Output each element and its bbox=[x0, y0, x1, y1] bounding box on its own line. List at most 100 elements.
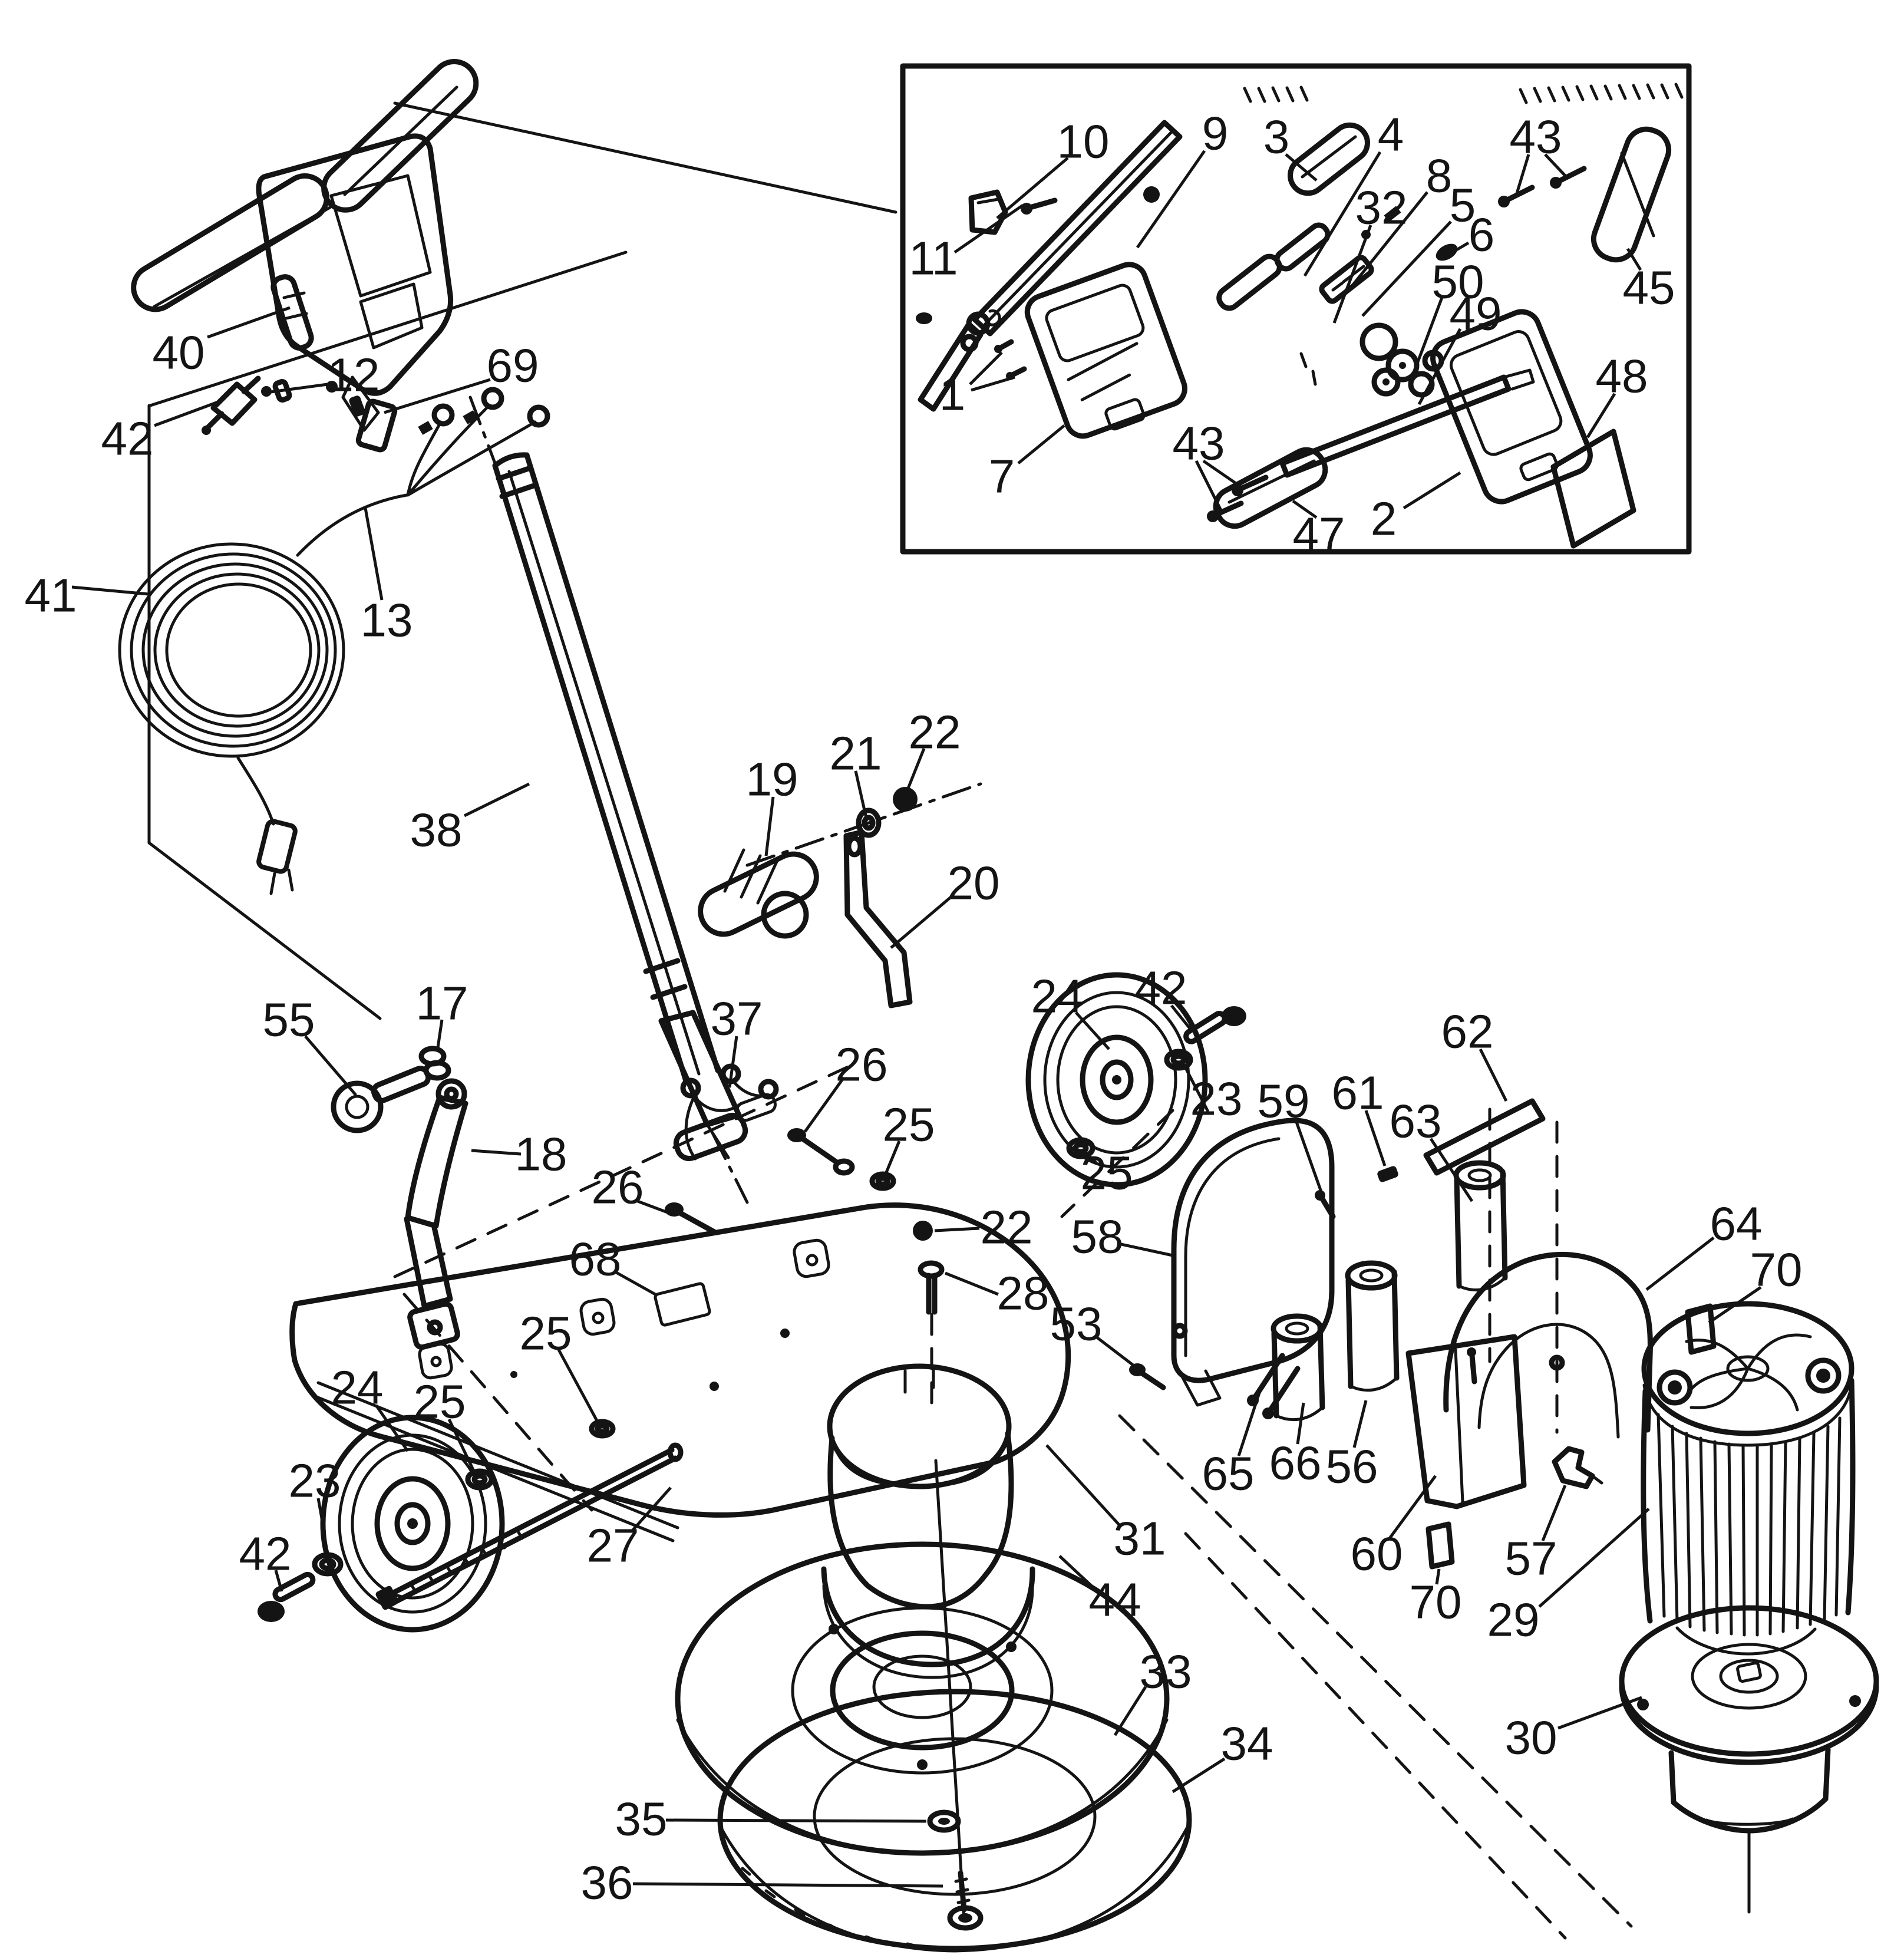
part-washers-17 bbox=[418, 1046, 451, 1081]
callout-23: 23 bbox=[289, 1455, 341, 1507]
callout-36: 36 bbox=[581, 1857, 633, 1909]
callout-leader-22 bbox=[901, 748, 926, 802]
callout-9: 9 bbox=[1202, 107, 1229, 160]
part-bolt-42-right bbox=[1183, 1006, 1246, 1044]
inset-box-rect bbox=[900, 63, 1692, 555]
part-thumb-screw-28 bbox=[918, 1260, 945, 1416]
callout-leader-42 bbox=[1170, 1004, 1192, 1030]
part-wheel-24-right bbox=[1025, 972, 1208, 1188]
callout-69: 69 bbox=[487, 339, 539, 392]
callout-leader-45 bbox=[1626, 248, 1642, 271]
callout-41: 41 bbox=[25, 569, 77, 622]
callout-25: 25 bbox=[1081, 1147, 1133, 1199]
callout-leader-43 bbox=[1544, 153, 1566, 177]
part-rod-49 bbox=[1279, 368, 1535, 478]
callout-leader-26 bbox=[803, 1076, 846, 1133]
callout-42: 42 bbox=[101, 413, 154, 465]
callout-29: 29 bbox=[1487, 1594, 1540, 1646]
part-wiring-harness-13 bbox=[355, 387, 550, 497]
callout-57: 57 bbox=[1505, 1532, 1557, 1585]
part-grip-45 bbox=[1590, 126, 1672, 263]
part-panel-outline bbox=[147, 250, 628, 1020]
part-washer-35 bbox=[927, 1809, 961, 1833]
part-insulator-70-bottom bbox=[1425, 1521, 1455, 1570]
callout-59: 59 bbox=[1258, 1075, 1310, 1128]
callout-leader-26 bbox=[637, 1199, 676, 1217]
callout-leader-11 bbox=[953, 203, 1024, 254]
callout-leader-41 bbox=[71, 585, 149, 596]
callout-leader-8 bbox=[1345, 191, 1428, 295]
callout-leader-68 bbox=[614, 1270, 656, 1296]
callout-45: 45 bbox=[1623, 262, 1675, 314]
callout-leader-49 bbox=[1417, 328, 1462, 406]
callout-leader-43 bbox=[1515, 154, 1530, 194]
part-washer-25-right bbox=[1066, 1137, 1095, 1159]
callout-48: 48 bbox=[1596, 350, 1648, 403]
callout-49: 49 bbox=[1450, 288, 1502, 340]
diagram-artwork bbox=[118, 58, 1879, 1953]
part-axle-bolt-27 bbox=[375, 1442, 684, 1610]
part-washer-25-upper bbox=[869, 1171, 896, 1191]
callout-24: 24 bbox=[1031, 970, 1084, 1023]
callout-leader-7 bbox=[1017, 424, 1065, 464]
wheel-axis-dash bbox=[1060, 1109, 1174, 1218]
callout-leader-25 bbox=[447, 1418, 477, 1475]
part-housing-2 bbox=[1430, 309, 1593, 505]
callout-leader-23 bbox=[1184, 1067, 1210, 1113]
part-lever-9 bbox=[918, 120, 1183, 412]
callout-leader-9 bbox=[1136, 150, 1206, 249]
part-bolt-26-lower bbox=[665, 1202, 717, 1235]
callout-leader-36 bbox=[632, 1882, 943, 1888]
callout-leader-2 bbox=[1403, 471, 1461, 510]
callout-leader-25 bbox=[1084, 1152, 1097, 1163]
callout-leader-35 bbox=[665, 1818, 927, 1823]
callout-leader-12 bbox=[266, 383, 328, 394]
callout-leader-25 bbox=[557, 1349, 600, 1425]
callout-28: 28 bbox=[997, 1267, 1050, 1320]
callout-6: 6 bbox=[1469, 209, 1495, 261]
callout-leader-23 bbox=[316, 1498, 326, 1532]
callout-leader-17 bbox=[435, 1019, 444, 1052]
callout-leader-42 bbox=[274, 1570, 283, 1592]
callout-2: 2 bbox=[1371, 493, 1397, 545]
callout-43: 43 bbox=[1510, 111, 1562, 163]
callout-70: 70 bbox=[1750, 1244, 1803, 1296]
callout-leader-10 bbox=[996, 157, 1069, 219]
callout-leader-24 bbox=[1075, 1011, 1110, 1050]
callout-53: 53 bbox=[1050, 1298, 1103, 1350]
part-pad-48 bbox=[1550, 428, 1636, 549]
part-bolt-42-left bbox=[258, 1571, 316, 1622]
part-terminal-61 bbox=[1377, 1166, 1398, 1182]
part-clip-10 bbox=[968, 189, 1008, 235]
callout-leader-66 bbox=[1296, 1402, 1305, 1445]
callout-19: 19 bbox=[746, 753, 798, 806]
callout-leader-63 bbox=[1429, 1138, 1474, 1202]
callout-leader-24 bbox=[374, 1404, 410, 1452]
part-mounting-plate-60 bbox=[1405, 1334, 1527, 1509]
callout-leader-22 bbox=[934, 1227, 980, 1232]
callout-31: 31 bbox=[1114, 1512, 1166, 1565]
callout-leader-58 bbox=[1118, 1242, 1173, 1257]
tilt-axis-line bbox=[745, 782, 982, 867]
callout-leader-1 bbox=[969, 351, 1003, 385]
callout-42: 42 bbox=[1135, 962, 1187, 1014]
callout-leader-64 bbox=[1645, 1237, 1715, 1291]
callout-leader-70 bbox=[1435, 1568, 1441, 1585]
callout-8: 8 bbox=[1426, 150, 1453, 202]
construction-lines bbox=[393, 1062, 1633, 1940]
callout-26: 26 bbox=[592, 1161, 644, 1214]
callout-leader-50 bbox=[1409, 295, 1444, 381]
part-bracket-62 bbox=[1423, 1098, 1546, 1176]
callout-leader-19 bbox=[764, 796, 775, 856]
callout-62: 62 bbox=[1441, 1006, 1494, 1058]
callout-5: 5 bbox=[1450, 179, 1476, 232]
callout-leader-34 bbox=[1172, 1757, 1226, 1794]
part-deck-31 bbox=[289, 1202, 1071, 1679]
callout-66: 66 bbox=[1269, 1437, 1322, 1489]
callout-leader-56 bbox=[1352, 1400, 1368, 1448]
part-clamp-42 bbox=[202, 375, 261, 435]
callout-30: 30 bbox=[1505, 1712, 1557, 1764]
callout-35: 35 bbox=[615, 1793, 668, 1845]
callout-27: 27 bbox=[587, 1519, 639, 1572]
